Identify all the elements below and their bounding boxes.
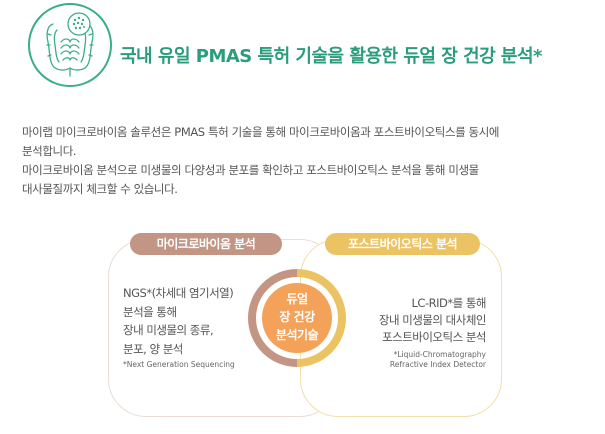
center-line: 분석기술 [275,328,319,342]
description-line: 분석합니다. [22,144,77,158]
microbiome-line: 분석을 통해 [123,304,177,319]
description-line: 대사물질까지 체크할 수 있습니다. [22,182,178,196]
description-line: 마이크로바이옴 분석으로 미생물의 다양성과 분포를 확인하고 포스트바이오틱스… [22,163,479,177]
dual-analysis-circle [248,269,346,367]
description-line: 마이랩 마이크로바이옴 솔루션은 PMAS 특허 기술을 통해 마이크로바이옴과… [22,125,500,139]
lc-rid-footnote: *Liquid-Chromatography [393,350,486,359]
postbiotics-description: LC-RID*를 통해 장내 미생물의 대사체인 포스트바이오틱스 분석 *Li… [336,295,487,370]
microbiome-analysis-label: 마이크로바이옴 분석 [130,233,282,255]
microbiome-line: 장내 미생물의 종류, [123,323,214,337]
center-line: 장 건강 [279,310,315,324]
postbiotics-analysis-label: 포스트바이오틱스 분석 [325,233,480,255]
intestine-icon [28,3,112,87]
page-title: 국내 유일 PMAS 특허 기술을 활용한 듀얼 장 건강 분석* [120,46,542,67]
microbiome-line: 분포, 양 분석 [123,341,183,356]
postbiotics-line: 포스트바이오틱스 분석 [382,330,486,344]
ngs-footnote: *Next Generation Sequencing [123,360,235,369]
lc-rid-footnote: Refractive Index Detector [389,360,486,369]
postbiotics-card [300,239,502,417]
postbiotics-line: LC-RID*를 통해 [411,296,487,310]
postbiotics-line: 장내 미생물의 대사체인 [378,313,487,327]
description: 마이랩 마이크로바이옴 솔루션은 PMAS 특허 기술을 통해 마이크로바이옴과… [22,123,587,199]
microbiome-line: NGS*(차세대 염기서열) [123,286,234,300]
center-line: 듀얼 [286,292,308,306]
dual-analysis-label: 듀얼 장 건강 분석기술 [272,290,322,344]
microbiome-description: NGS*(차세대 염기서열) 분석을 통해 장내 미생물의 종류, 분포, 양 … [123,284,273,370]
